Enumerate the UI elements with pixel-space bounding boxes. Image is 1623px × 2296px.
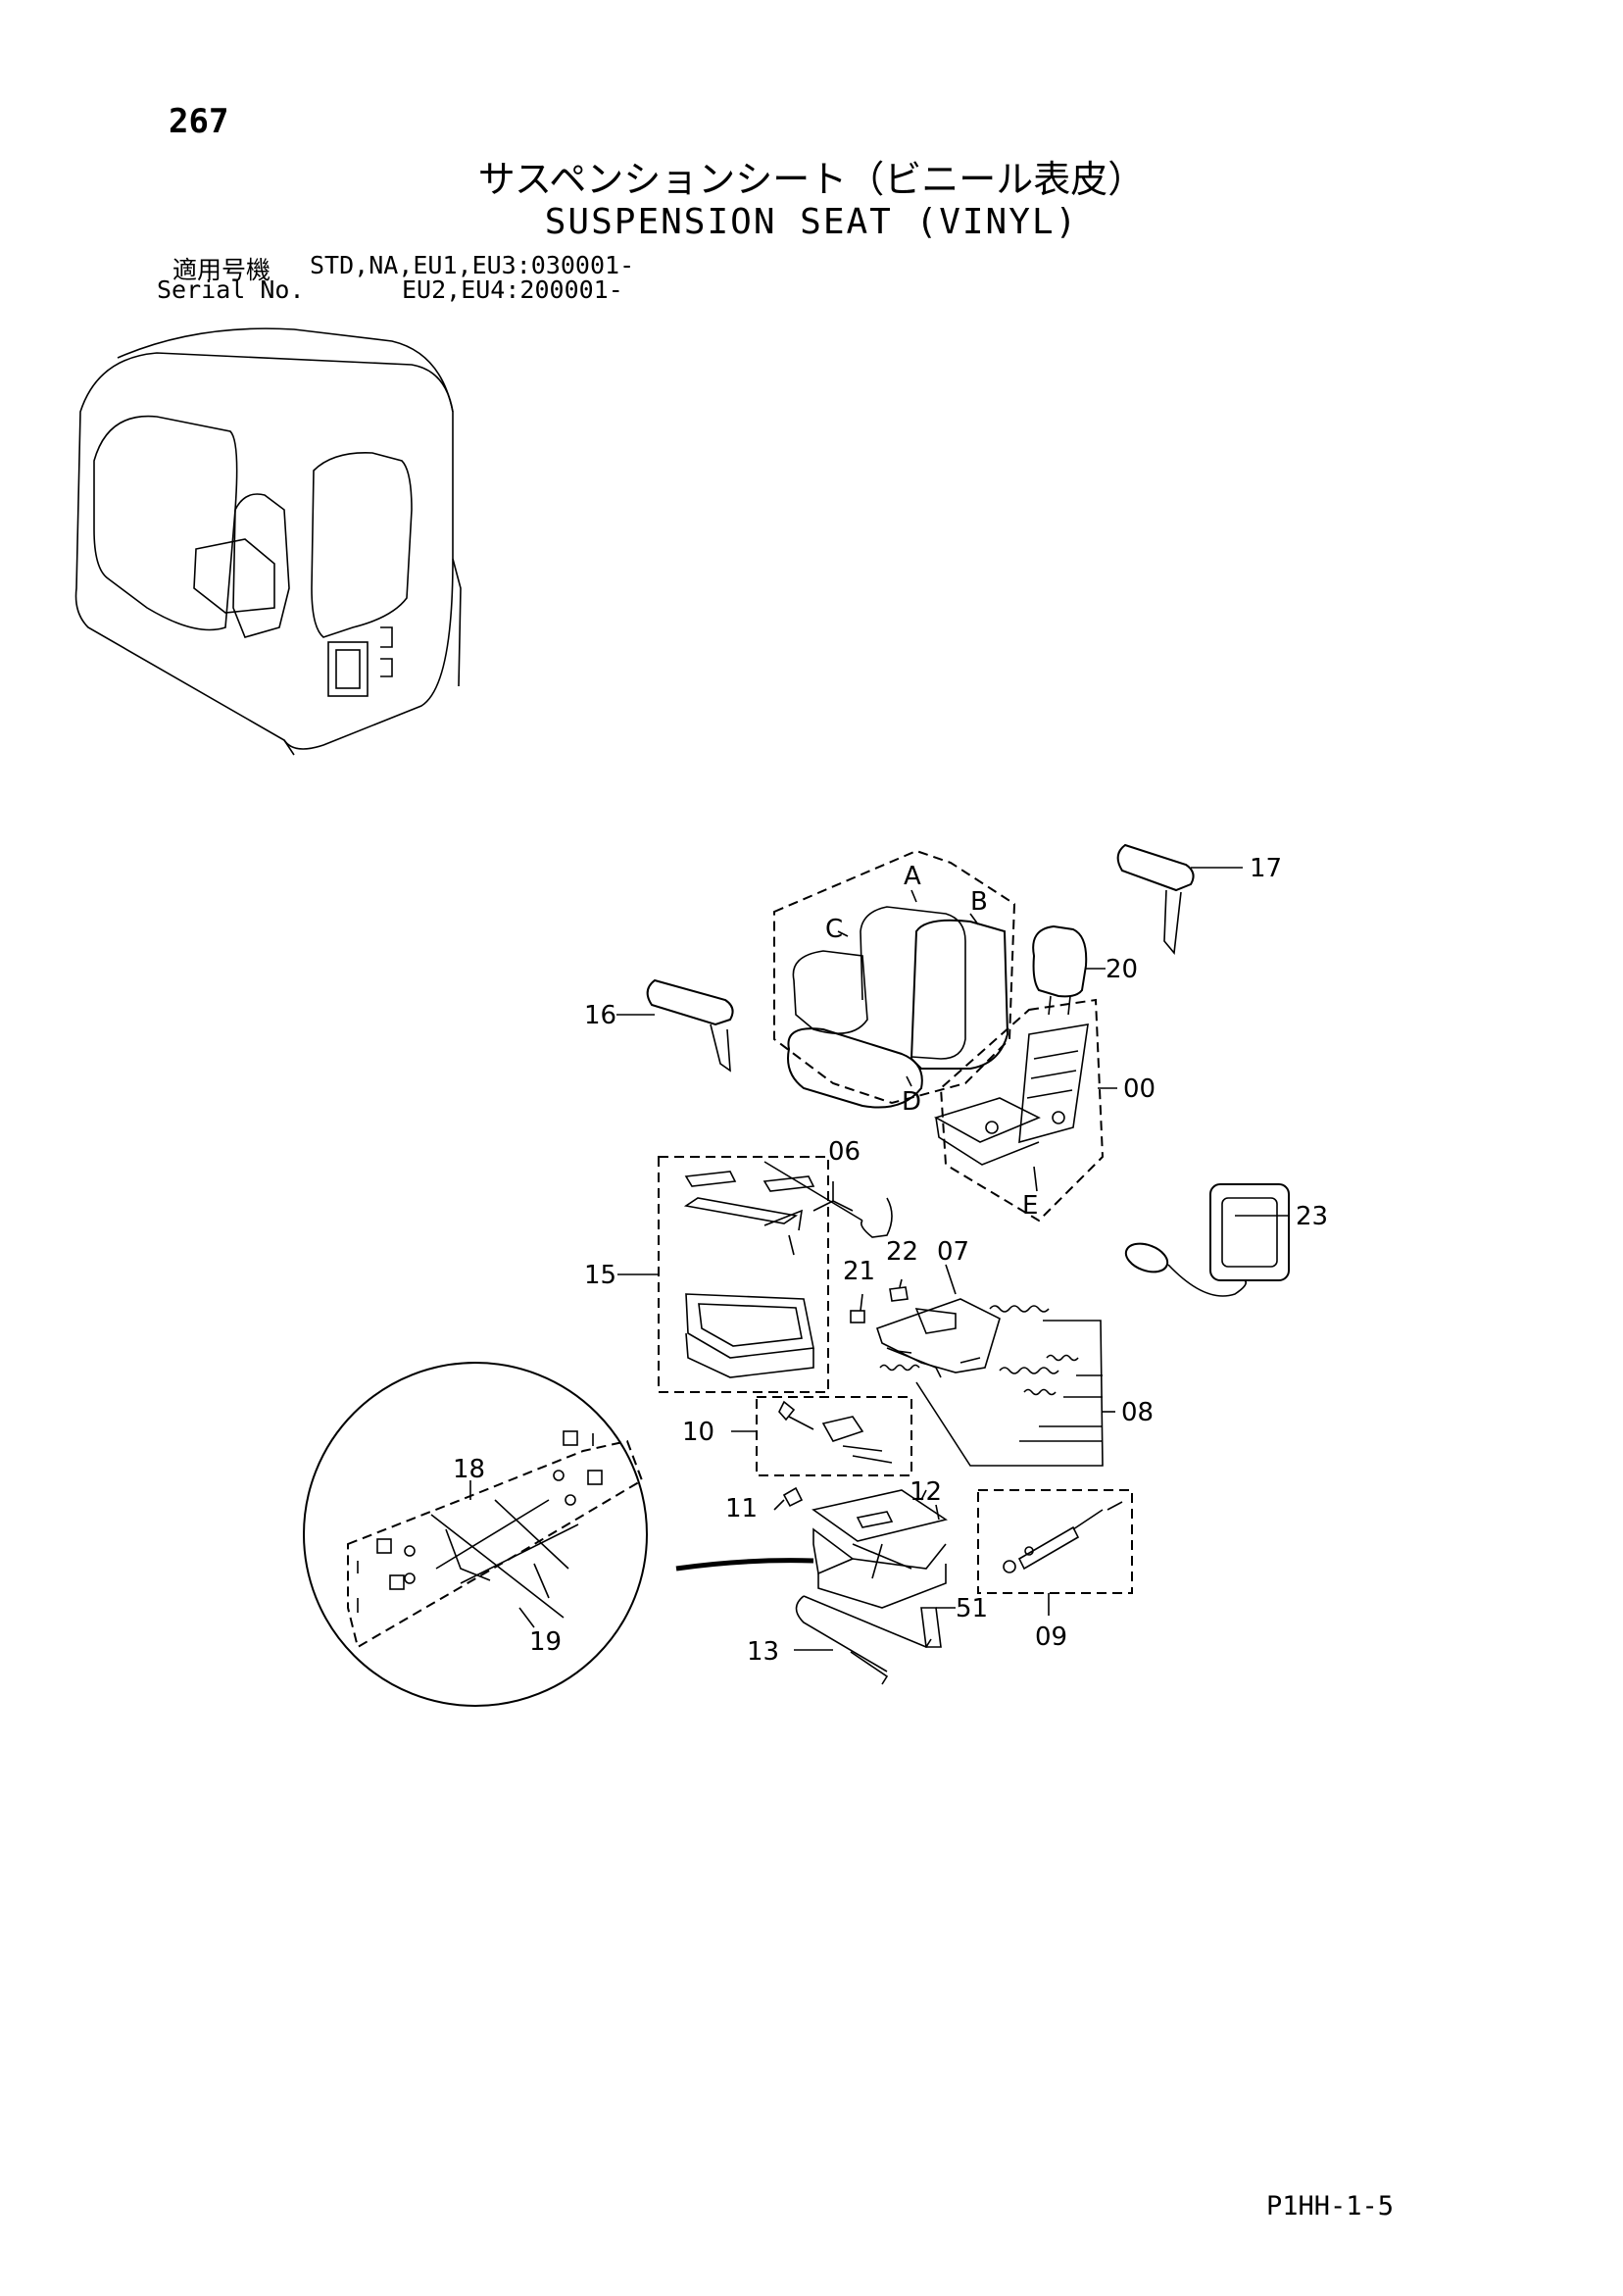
callout-51: 51 [956,1594,988,1623]
callout-17: 17 [1250,854,1282,883]
cab-overview-drawing [74,327,462,756]
callout-00: 00 [1123,1074,1156,1104]
callout-12: 12 [910,1477,942,1507]
lever-group-10 [756,1396,912,1476]
suspension-upper-frame [875,1298,1001,1378]
callout-C: C [825,915,843,944]
serial-label-english: Serial No. [157,275,305,304]
serial-label-japanese: 適用号機 [172,256,271,284]
callout-B: B [970,887,988,917]
scissor-link-detail [303,1362,648,1707]
callout-19: 19 [529,1627,562,1657]
springs-08 [879,1305,1104,1467]
callout-06: 06 [828,1137,861,1167]
page-number: 267 [169,102,229,141]
callout-13: 13 [747,1637,779,1667]
callout-20: 20 [1106,955,1138,984]
callout-22: 22 [886,1237,918,1267]
damper-group-09 [977,1489,1133,1594]
serial-range-1: STD,NA,EU1,EU3:030001- [310,251,635,279]
callout-15: 15 [584,1261,616,1290]
seat-frame [933,998,1105,1223]
lumbar-pump [1124,1183,1290,1297]
callout-21: 21 [843,1257,875,1286]
callout-10: 10 [682,1418,714,1447]
armrest-right [1116,843,1195,955]
slide-rail-group [658,1156,829,1393]
cable-06 [763,1161,893,1238]
callout-07: 07 [937,1237,969,1267]
suspension-base [782,1486,948,1609]
callout-11: 11 [725,1494,758,1523]
serial-range-2: EU2,EU4:200001- [402,275,623,304]
callout-23: 23 [1296,1202,1328,1231]
callout-D: D [902,1087,921,1117]
armrest-left [646,978,734,1073]
detail-arrow [675,1558,814,1572]
headrest [1032,924,1088,1016]
document-code: P1HH-1-5 [1266,2191,1395,2221]
callout-A: A [904,862,921,891]
title-japanese: サスペンションシート（ビニール表皮） [477,158,1146,201]
callout-09: 09 [1035,1622,1067,1652]
stopper-parts [850,1286,909,1323]
lever-rod-13 [795,1595,942,1685]
callout-E: E [1022,1191,1038,1221]
seat-assembly [773,849,1016,1109]
callout-16: 16 [584,1001,616,1030]
callout-18: 18 [453,1455,485,1484]
callout-08: 08 [1121,1398,1154,1427]
leader-lines [469,867,1290,1651]
title-english: SUSPENSION SEAT (VINYL) [544,202,1079,242]
